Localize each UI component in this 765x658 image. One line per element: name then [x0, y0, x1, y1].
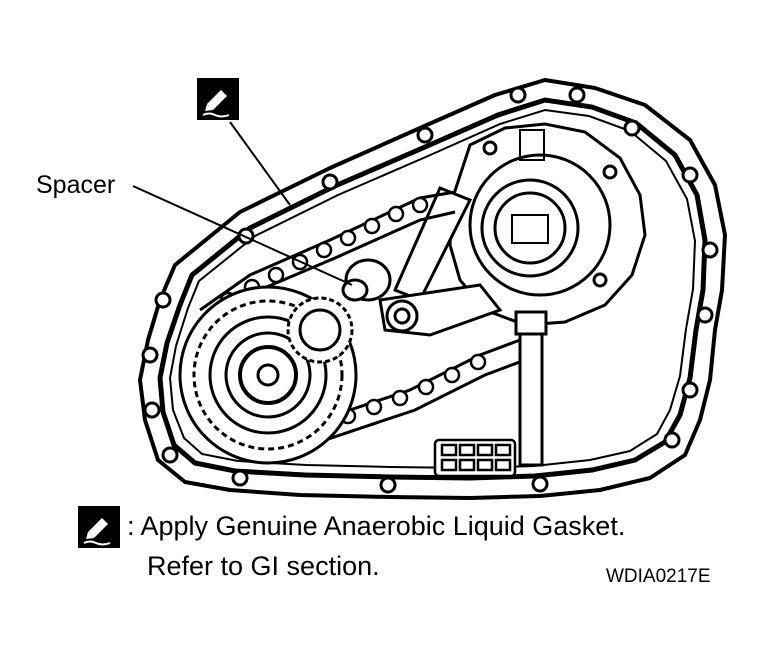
support-arm — [378, 186, 503, 337]
gasket-pen-icon — [78, 506, 120, 548]
shift-rod — [514, 310, 548, 467]
bolt-holes — [141, 86, 719, 494]
figure-code: WDIA0217E — [606, 566, 711, 587]
spacer-leader-line — [132, 185, 353, 286]
idler-gear — [286, 296, 354, 364]
upper-sprocket-assembly — [448, 122, 647, 327]
gasket-pen-icon — [197, 78, 239, 120]
spacer-callout-label: Spacer — [36, 171, 116, 199]
spacer-part — [341, 258, 392, 302]
legend-reference-line: Refer to GI section. — [147, 551, 380, 581]
oil-strainer — [433, 438, 517, 478]
legend-instruction-line: : Apply Genuine Anaerobic Liquid Gasket. — [127, 511, 626, 541]
gasket-leader-line — [229, 121, 291, 206]
